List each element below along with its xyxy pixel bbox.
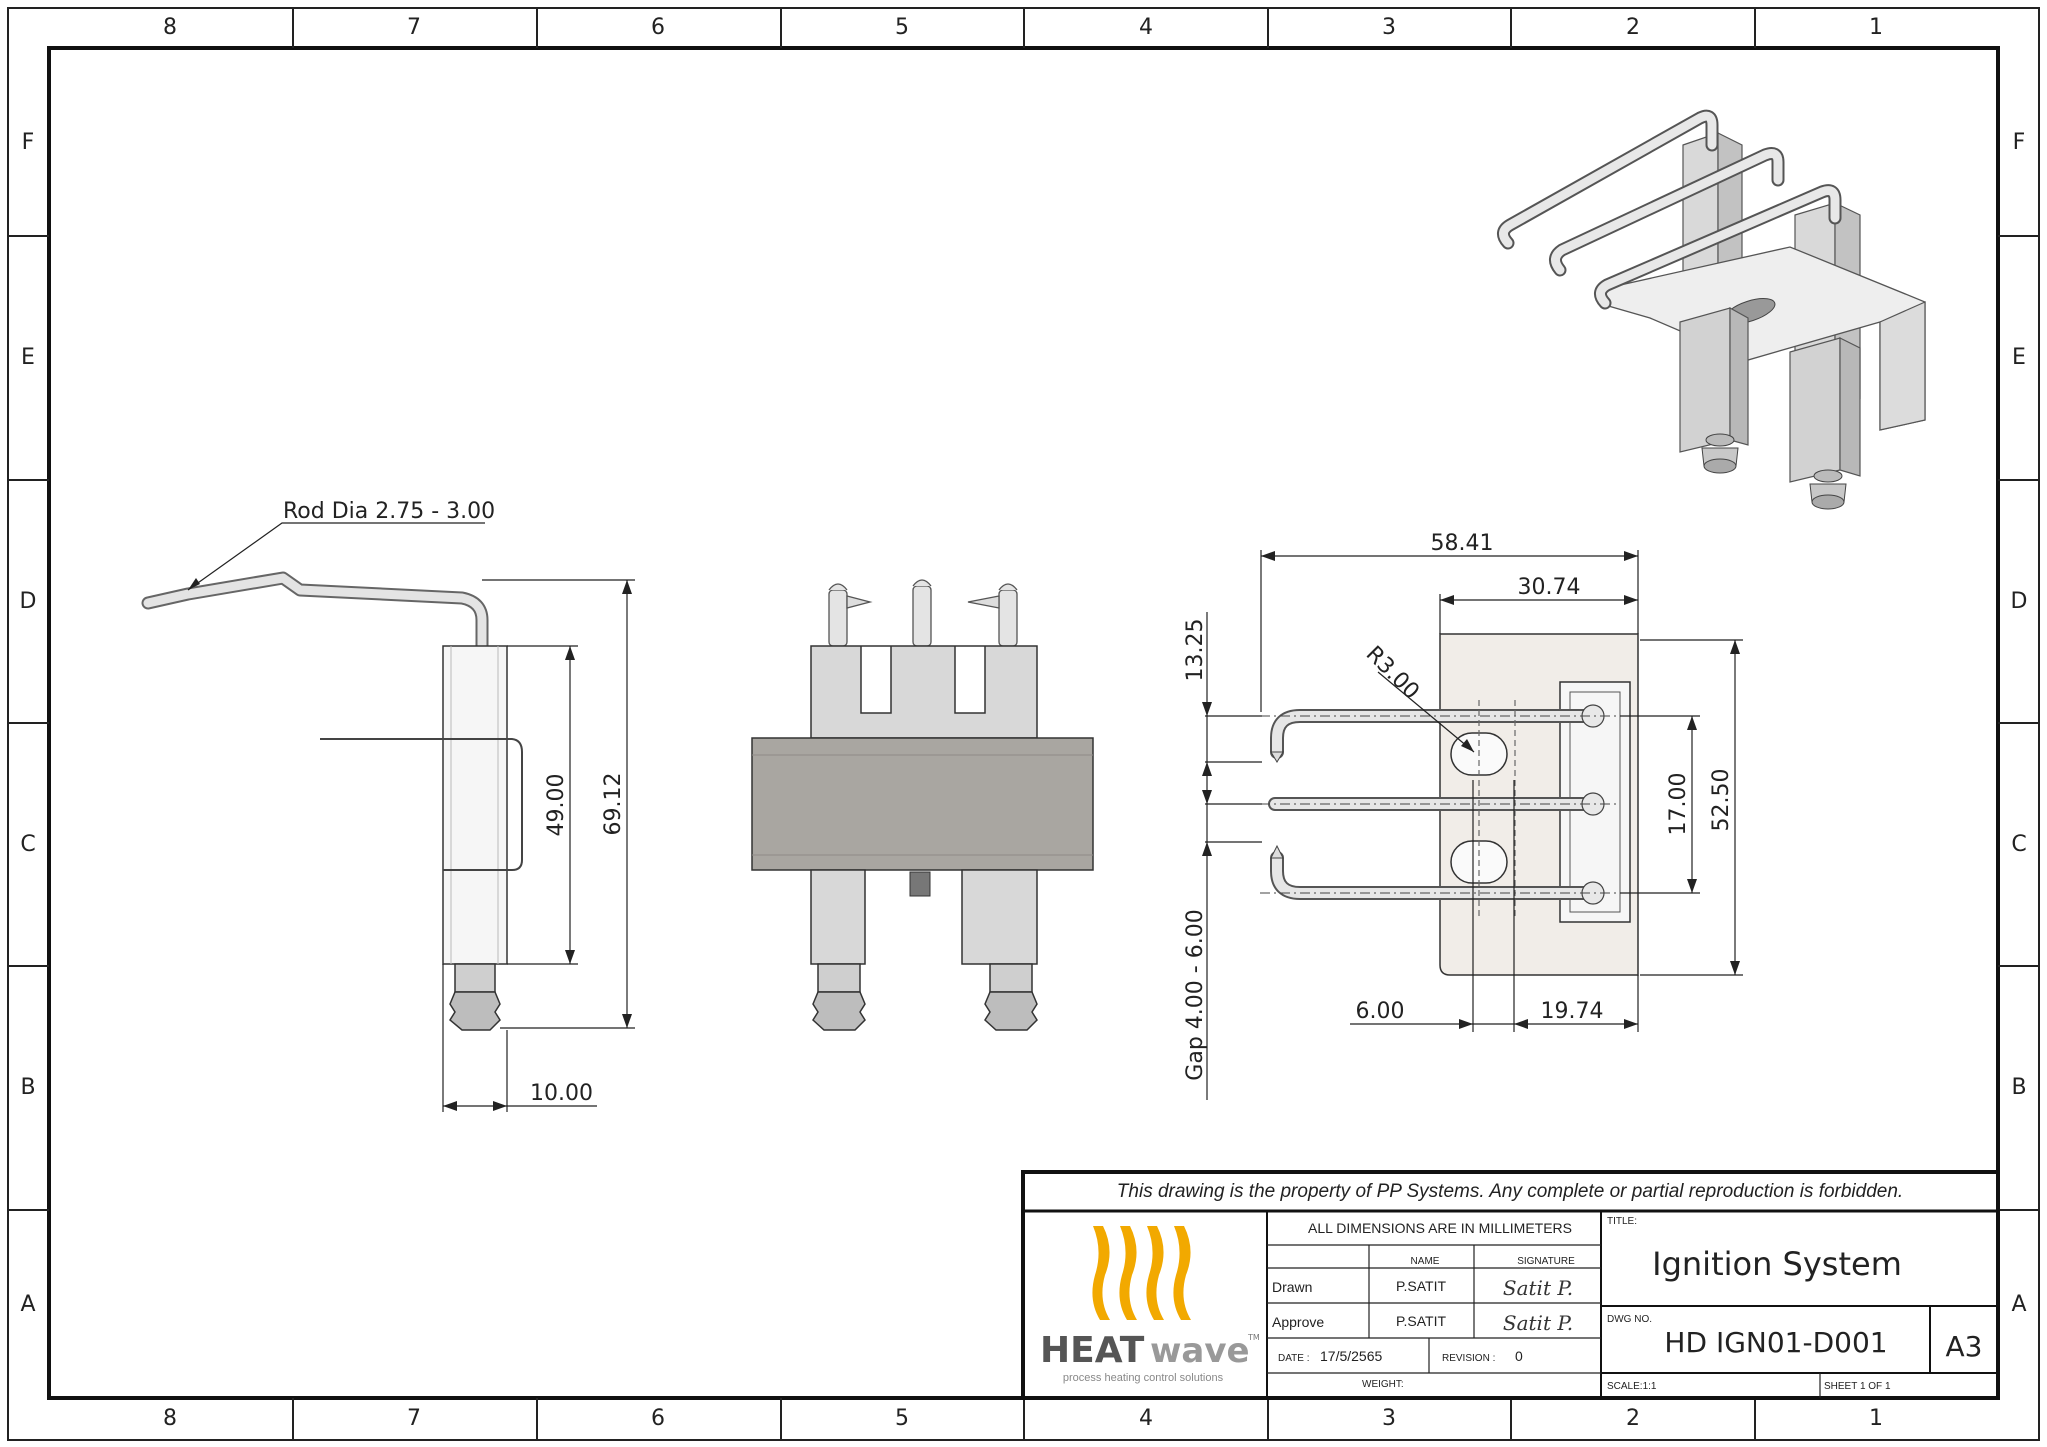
zone-col-label: 1: [1869, 15, 1883, 40]
zone-col-label: 3: [1382, 1406, 1396, 1431]
zone-row-label: E: [21, 345, 35, 370]
zone-col-label: 5: [895, 1406, 909, 1431]
zone-row-label: E: [2012, 345, 2026, 370]
dim-radius: R3.00: [1361, 642, 1424, 705]
units-note: ALL DIMENSIONS ARE IN MILLIMETERS: [1308, 1220, 1572, 1236]
zone-col-label: 1: [1869, 1406, 1883, 1431]
side-view: Rod Dia 2.75 - 3.00 49.00 69.12 10.00: [141, 499, 635, 1112]
name-header: NAME: [1411, 1256, 1440, 1267]
zone-col-label: 2: [1626, 1406, 1640, 1431]
zone-col-label: 4: [1139, 15, 1153, 40]
drawn-signature: Satit P.: [1503, 1276, 1573, 1300]
logo-trademark: TM: [1247, 1333, 1260, 1342]
drawn-name: P.SATIT: [1396, 1278, 1447, 1294]
zone-row-label: A: [20, 1292, 35, 1317]
zone-col-label: 8: [163, 1406, 177, 1431]
zone-col-label: 4: [1139, 1406, 1153, 1431]
revision-label: REVISION :: [1442, 1353, 1495, 1364]
zone-row-label: B: [20, 1075, 35, 1100]
zone-row-label: D: [2011, 589, 2028, 614]
zone-col-label: 2: [1626, 15, 1640, 40]
top-view: 58.41 30.74 R3.00 13.25 Gap 4.00 - 6.00 …: [1183, 531, 1743, 1100]
dim-overall-width: 58.41: [1431, 531, 1494, 556]
zone-row-label: D: [20, 589, 37, 614]
title-label: TITLE:: [1607, 1216, 1637, 1227]
dim-rod-spacing: 17.00: [1666, 773, 1691, 836]
dim-inner-height: 49.00: [544, 774, 569, 837]
zone-col-label: 7: [407, 1406, 421, 1431]
date-value: 17/5/2565: [1320, 1348, 1382, 1364]
signature-header: SIGNATURE: [1517, 1256, 1575, 1267]
approve-name: P.SATIT: [1396, 1313, 1447, 1329]
zone-row-label: A: [2011, 1292, 2026, 1317]
dim-bracket-width: 30.74: [1518, 575, 1581, 600]
rod-diameter-note: Rod Dia 2.75 - 3.00: [283, 499, 495, 524]
zone-col-label: 7: [407, 15, 421, 40]
title-block: This drawing is the property of PP Syste…: [1021, 1170, 2000, 1400]
drawing-number: HD IGN01-D001: [1664, 1326, 1887, 1359]
dim-height: 52.50: [1709, 769, 1734, 832]
drawing-title: Ignition System: [1652, 1245, 1902, 1283]
zone-col-label: 3: [1382, 15, 1396, 40]
zone-col-label: 5: [895, 15, 909, 40]
dim-slot-width: 6.00: [1356, 999, 1405, 1024]
logo-tagline: process heating control solutions: [1063, 1372, 1224, 1384]
sheet-size: A3: [1946, 1330, 1983, 1363]
dim-offset: 13.25: [1183, 619, 1208, 682]
zone-row-label: F: [2013, 130, 2026, 155]
zone-row-label: B: [2011, 1075, 2026, 1100]
revision-value: 0: [1515, 1348, 1523, 1364]
logo-wave-text: wave: [1150, 1331, 1250, 1371]
property-notice: This drawing is the property of PP Syste…: [1117, 1181, 1903, 1202]
sheet-count-label: SHEET 1 OF 1: [1824, 1381, 1891, 1392]
zone-row-label: C: [2011, 832, 2026, 857]
isometric-view: [1497, 109, 1926, 510]
dim-total-height: 69.12: [601, 773, 626, 836]
logo-heat-text: HEAT: [1040, 1330, 1145, 1371]
weight-label: WEIGHT:: [1362, 1379, 1404, 1390]
date-label: DATE :: [1278, 1353, 1309, 1364]
dim-slot-offset: 19.74: [1541, 999, 1604, 1024]
zone-row-label: C: [20, 832, 35, 857]
zone-col-label: 6: [651, 15, 665, 40]
approve-signature: Satit P.: [1503, 1311, 1573, 1335]
zone-col-label: 8: [163, 15, 177, 40]
zone-col-label: 6: [651, 1406, 665, 1431]
approve-label: Approve: [1272, 1314, 1324, 1330]
dwg-no-label: DWG NO.: [1607, 1314, 1652, 1325]
zone-row-label: F: [22, 130, 35, 155]
front-view: [751, 579, 1094, 1031]
heatwave-logo: HEAT wave TM process heating control sol…: [1040, 1226, 1260, 1384]
drawn-label: Drawn: [1272, 1279, 1312, 1295]
dim-gap: Gap 4.00 - 6.00: [1183, 909, 1208, 1080]
dim-width: 10.00: [530, 1081, 593, 1106]
scale-label: SCALE:1:1: [1607, 1381, 1657, 1392]
